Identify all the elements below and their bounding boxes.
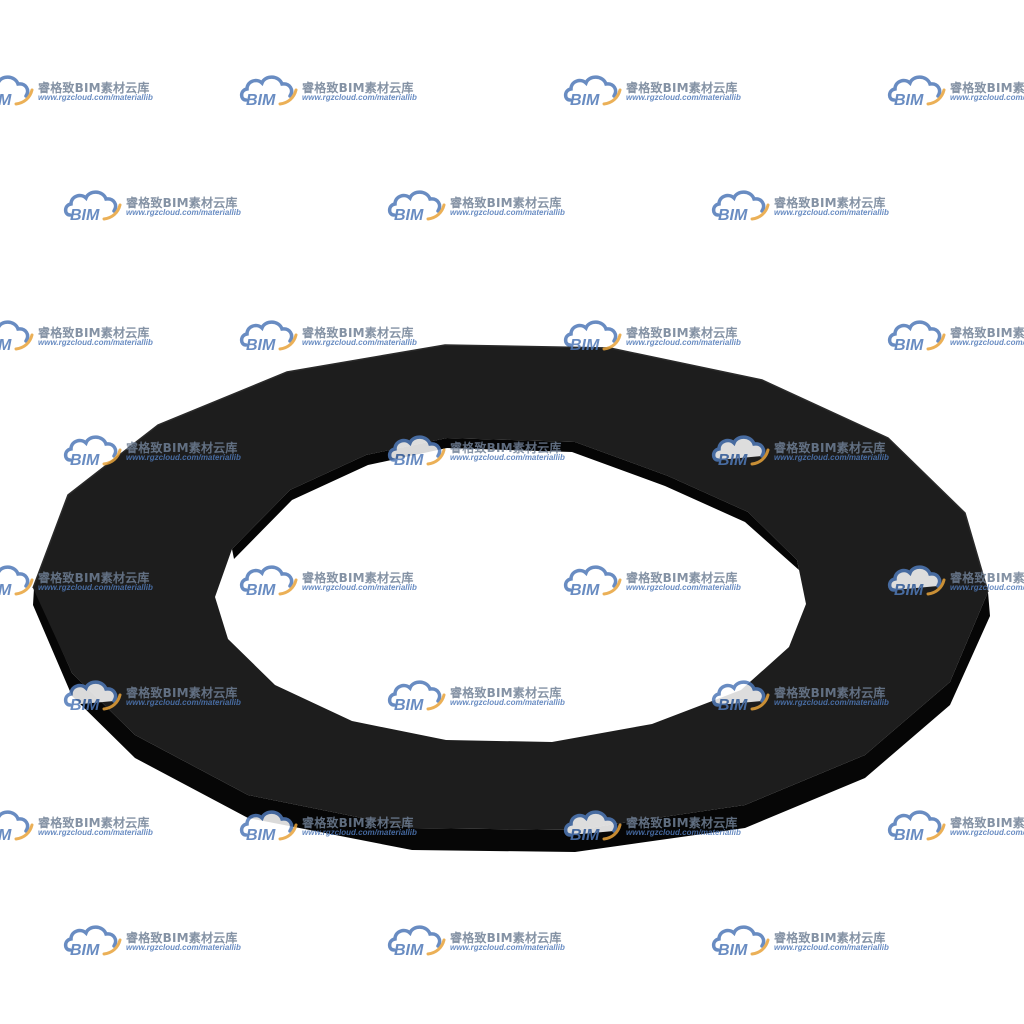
washer-top-face: [33, 345, 988, 830]
